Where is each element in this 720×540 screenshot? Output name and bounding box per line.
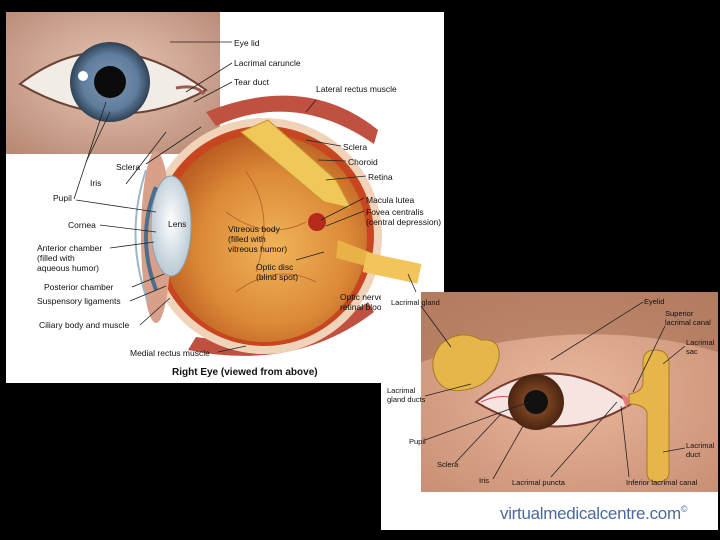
label-tear-duct: Tear duct: [234, 77, 269, 87]
figure-caption: Right Eye (viewed from above): [172, 367, 318, 378]
label-eyelid: Eyelid: [644, 297, 665, 306]
label-suspensory-ligaments: Suspensory ligaments: [37, 296, 121, 306]
label-lens: Lens: [168, 219, 187, 229]
eye-anatomy-illustration: [6, 12, 422, 356]
watermark-text: virtualmedicalcentre.com: [500, 504, 681, 523]
label-medial-rectus-muscle: Medial rectus muscle: [130, 348, 210, 358]
leader-lines: [73, 41, 417, 353]
label-superior-lacrimal-canal: Superior lacrimal canal: [665, 309, 711, 327]
label-cornea: Cornea: [68, 220, 96, 230]
label-iris: Iris: [90, 178, 102, 188]
label-optic-disc: Optic disc (blind spot): [256, 262, 299, 282]
label-sclera-left: Sclera: [116, 162, 141, 172]
label-pupil-2: Pupil: [409, 437, 426, 446]
label-posterior-chamber: Posterior chamber: [44, 282, 114, 292]
copyright-icon: ©: [680, 504, 688, 514]
label-sclera-right: Sclera: [343, 142, 368, 152]
label-lacrimal-sac: Lacrimal sac: [686, 338, 715, 356]
eye-closeup: [6, 12, 220, 154]
label-ciliary-body: Ciliary body and muscle: [39, 320, 130, 330]
label-inferior-lacrimal-canal: Inferior lacrimal canal: [626, 478, 698, 487]
label-eye-lid: Eye lid: [234, 38, 260, 48]
label-lateral-rectus-muscle: Lateral rectus muscle: [316, 84, 397, 94]
eye-anatomy-panel: Eye lid Lacrimal caruncle Tear duct Late…: [6, 12, 444, 383]
label-iris-2: Iris: [479, 476, 489, 485]
lacrimal-apparatus-illustration: [420, 292, 718, 492]
label-fovea-centralis: Fovea centralis (central depression): [366, 207, 442, 227]
label-lacrimal-caruncle: Lacrimal caruncle: [234, 58, 301, 68]
label-retina: Retina: [368, 172, 393, 182]
lacrimal-apparatus-panel: Lacrimal gland Eyelid Superior lacrimal …: [381, 292, 718, 530]
label-lacrimal-gland-ducts: Lacrimal gland ducts: [387, 386, 426, 404]
label-sclera-2: Sclera: [437, 460, 459, 469]
lacrimal-eye-illustration: [421, 292, 718, 492]
label-choroid: Choroid: [348, 157, 378, 167]
label-vitreous-body: Vitreous body (filled with vitreous humo…: [228, 224, 288, 254]
label-lacrimal-gland: Lacrimal gland: [391, 298, 440, 307]
watermark: virtualmedicalcentre.com©: [500, 504, 687, 524]
label-lacrimal-puncta: Lacrimal puncta: [512, 478, 565, 487]
label-anterior-chamber: Anterior chamber (filled with aqueous hu…: [37, 243, 103, 273]
label-lacrimal-duct: Lacrimal duct: [686, 441, 715, 459]
label-pupil: Pupil: [53, 193, 72, 203]
label-macula-lutea: Macula lutea: [366, 195, 415, 205]
leader-lines-2: [420, 301, 686, 480]
